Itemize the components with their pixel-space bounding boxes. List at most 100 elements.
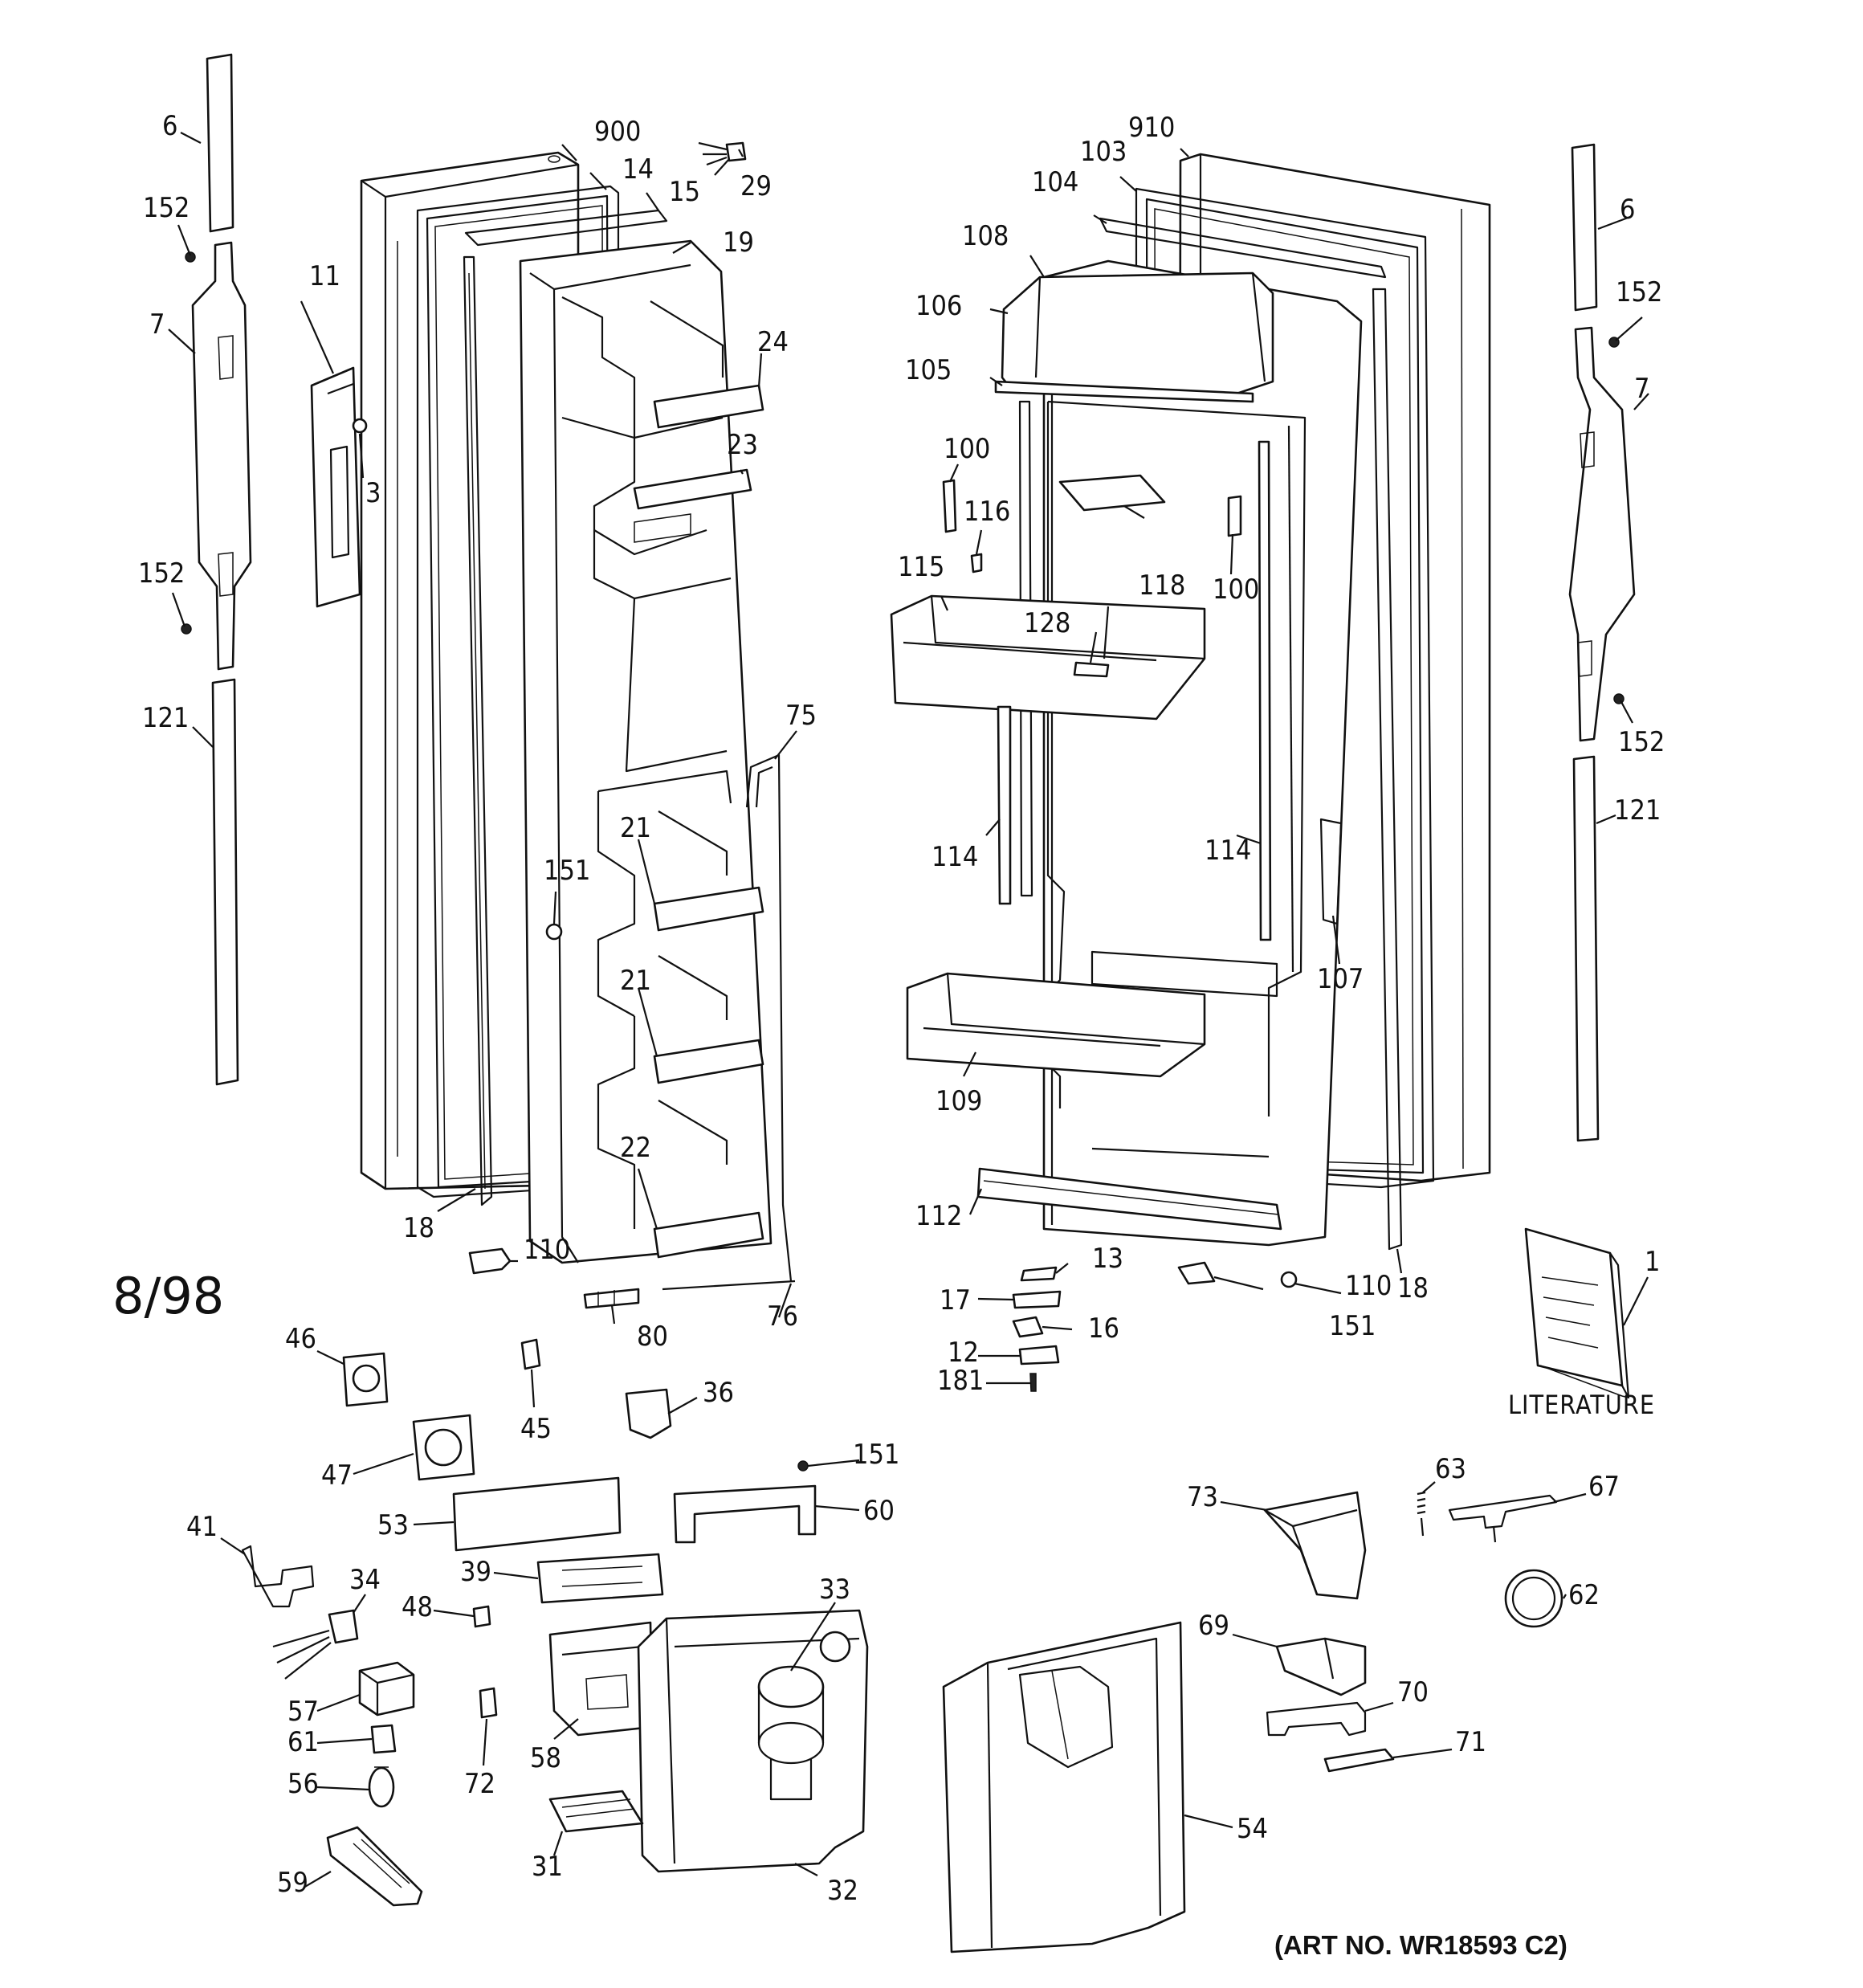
callout-label: 75 xyxy=(785,700,817,732)
freezer-door-stop-11 xyxy=(310,366,361,608)
callout-label: 3 xyxy=(365,477,381,509)
callout-label: 34 xyxy=(349,1564,381,1596)
callout-label: 31 xyxy=(532,1851,563,1883)
callout-label: 121 xyxy=(142,702,189,734)
leader-lines xyxy=(168,132,1649,1888)
bracket-36 xyxy=(625,1388,672,1439)
callout-label: 70 xyxy=(1397,1676,1429,1708)
callout-label: 22 xyxy=(620,1132,651,1164)
callout-label: 11 xyxy=(309,260,340,292)
trim-bottom-112 xyxy=(976,1167,1282,1231)
bin-115 xyxy=(890,594,1206,720)
art-number: (ART NO. WR18593 C2) xyxy=(1274,1930,1567,1960)
fresh-food-breaker-strip-104 xyxy=(1099,217,1403,1251)
callout-label: 54 xyxy=(1237,1813,1268,1845)
spring-63 xyxy=(1417,1491,1426,1537)
bulb-56 xyxy=(368,1766,395,1808)
callout-label: 910 xyxy=(1128,112,1175,144)
bin-supports-100 xyxy=(942,479,1242,537)
switch-48 xyxy=(472,1605,491,1628)
callout-label: 80 xyxy=(637,1321,668,1353)
callout-label: 59 xyxy=(277,1867,308,1899)
socket-61 xyxy=(370,1724,397,1754)
date-code: 8/98 xyxy=(112,1267,224,1325)
callout-label: 121 xyxy=(1614,794,1661,827)
callout-label: 900 xyxy=(594,116,641,148)
cover-60 xyxy=(673,1484,817,1544)
literature-label: LITERATURE xyxy=(1508,1390,1655,1420)
fresh-food-door-liner-108 xyxy=(1018,259,1363,1247)
callout-label: 109 xyxy=(936,1085,982,1117)
callout-label: 7 xyxy=(149,308,165,341)
callout-label: 45 xyxy=(520,1413,552,1445)
callout-label: 128 xyxy=(1024,607,1070,639)
housing-47 xyxy=(412,1414,475,1481)
callout-label: 14 xyxy=(622,153,654,186)
dairy-door-105 xyxy=(994,380,1254,403)
callout-label: 100 xyxy=(944,433,990,465)
cover-118 xyxy=(1058,474,1166,512)
callout-label: 21 xyxy=(620,965,651,997)
callout-label: 151 xyxy=(544,855,590,887)
callout-label: 73 xyxy=(1187,1481,1218,1513)
callout-label: 36 xyxy=(703,1377,734,1409)
cover-53 xyxy=(452,1476,622,1552)
callout-label: 60 xyxy=(863,1495,895,1527)
screw-151a xyxy=(545,923,563,941)
callout-label: 105 xyxy=(905,354,952,386)
callout-label: 116 xyxy=(964,496,1010,528)
switch-72 xyxy=(479,1687,498,1719)
dispenser-module-58 xyxy=(548,1621,654,1737)
callout-label: 104 xyxy=(1032,166,1078,198)
callout-label: 61 xyxy=(287,1726,319,1758)
callout-label: 12 xyxy=(948,1337,979,1369)
callout-label: 46 xyxy=(285,1323,316,1355)
callout-label: 152 xyxy=(138,557,185,590)
clip-116 xyxy=(970,553,983,574)
wire-harness-29 xyxy=(698,141,747,176)
callout-label: 107 xyxy=(1317,963,1364,995)
callout-label: 24 xyxy=(757,326,789,358)
callout-label: 106 xyxy=(915,290,962,322)
clip-45 xyxy=(520,1338,541,1370)
callout-label: 57 xyxy=(287,1696,319,1728)
callout-label: 39 xyxy=(460,1556,491,1588)
callout-label: 152 xyxy=(143,192,190,224)
actuator-59 xyxy=(326,1826,423,1907)
callout-label: 21 xyxy=(620,812,651,844)
funnel-73 xyxy=(1263,1491,1367,1600)
callout-label: 152 xyxy=(1616,276,1662,308)
callout-label: 56 xyxy=(287,1768,319,1800)
callout-label: 151 xyxy=(1329,1310,1376,1342)
light-housing-57 xyxy=(358,1661,415,1717)
callout-label: 13 xyxy=(1092,1243,1123,1275)
callout-label: 118 xyxy=(1139,569,1185,602)
callout-label: 16 xyxy=(1088,1312,1119,1345)
callout-label: 76 xyxy=(767,1300,798,1333)
callout-label: 17 xyxy=(940,1284,971,1316)
bracket-70 xyxy=(1266,1701,1367,1737)
callout-label: 6 xyxy=(1620,194,1635,226)
callout-label: 151 xyxy=(853,1439,899,1471)
handle-7b xyxy=(1568,326,1636,742)
callout-label: 103 xyxy=(1080,136,1127,168)
callout-label: 23 xyxy=(727,429,758,461)
screw-3 xyxy=(352,418,368,434)
literature-booklet-1 xyxy=(1524,1227,1630,1399)
hinge-cover-110b xyxy=(1177,1261,1216,1285)
bracket-41 xyxy=(241,1545,315,1608)
callout-label: 112 xyxy=(915,1200,962,1232)
bracket-67 xyxy=(1448,1494,1558,1543)
hinge-parts-12-13-16-17-181 xyxy=(1012,1266,1062,1392)
handle-trim-121b xyxy=(1572,755,1600,1142)
callout-label: 67 xyxy=(1588,1471,1620,1503)
callout-label: 108 xyxy=(962,220,1009,252)
bin-divider-128 xyxy=(1073,661,1110,678)
callout-label: 15 xyxy=(669,176,700,208)
switch-34 xyxy=(272,1609,359,1680)
callout-label: 48 xyxy=(402,1591,433,1623)
callout-label: 33 xyxy=(819,1574,850,1606)
callout-label: 69 xyxy=(1198,1610,1229,1642)
callout-label: 63 xyxy=(1435,1453,1466,1485)
screw-151b xyxy=(1280,1271,1298,1288)
